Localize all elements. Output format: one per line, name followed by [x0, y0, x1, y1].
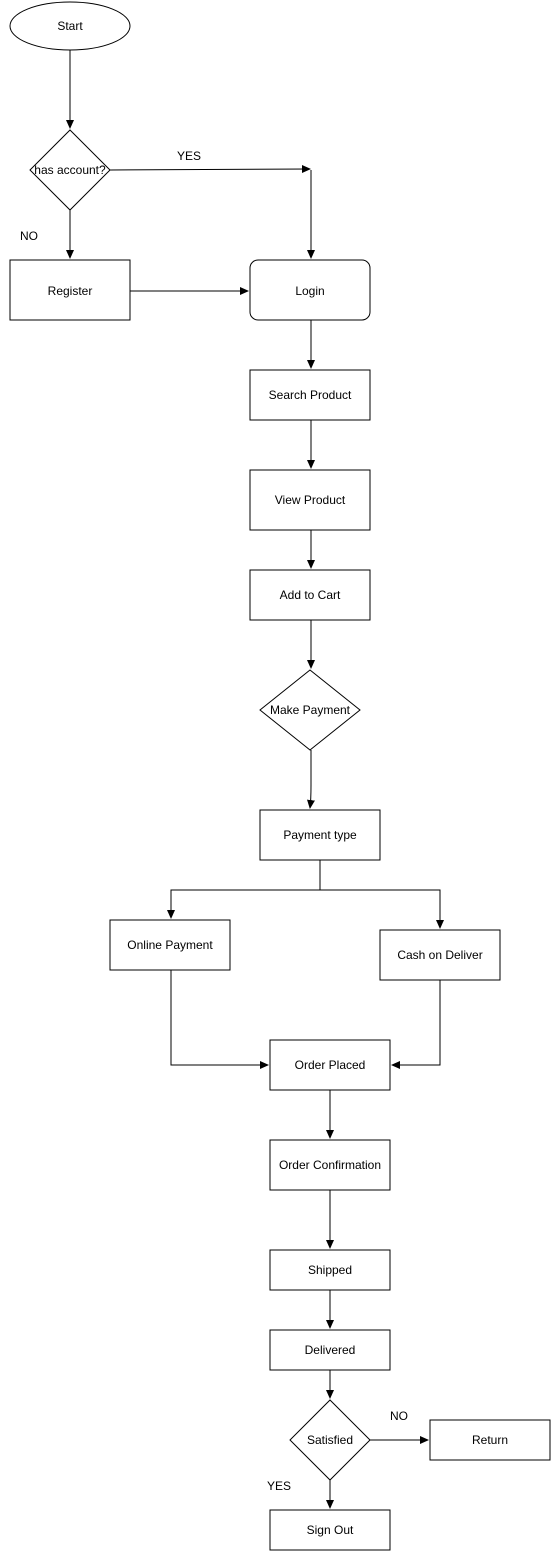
- edge-labels: YES NO NO YES: [20, 149, 408, 1493]
- order-placed-node[interactable]: [269, 1039, 391, 1091]
- make-payment-label: Make Payment: [270, 703, 351, 717]
- edge-online-to-order: [170, 970, 269, 1069]
- delivered-label: Delivered: [305, 1343, 356, 1357]
- satisfied-decision[interactable]: [289, 1399, 371, 1481]
- satisfied-label: Satisfied: [307, 1433, 353, 1447]
- sign-out-node[interactable]: [269, 1509, 391, 1551]
- register-label: Register: [48, 284, 93, 298]
- satisfied-no-label: NO: [390, 1409, 408, 1423]
- search-product-node[interactable]: [249, 369, 371, 421]
- has-account-decision[interactable]: [29, 129, 111, 211]
- edge-has-account-yes: [109, 165, 311, 174]
- edges: [66, 50, 444, 1509]
- satisfied-yes-label: YES: [267, 1479, 291, 1493]
- account-yes-label: YES: [177, 149, 201, 163]
- view-product-node[interactable]: [249, 469, 371, 531]
- cash-on-delivery-node[interactable]: [379, 929, 501, 981]
- nodes: [9, 1, 551, 1551]
- edge-type-to-cod: [320, 889, 444, 929]
- order-confirmation-node[interactable]: [269, 1139, 391, 1191]
- view-product-label: View Product: [275, 493, 346, 507]
- add-to-cart-node[interactable]: [249, 569, 371, 621]
- search-product-label: Search Product: [269, 388, 352, 402]
- has-account-label: has account?: [34, 163, 106, 177]
- account-no-label: NO: [20, 229, 38, 243]
- add-to-cart-label: Add to Cart: [280, 588, 341, 602]
- online-payment-label: Online Payment: [127, 938, 213, 952]
- delivered-node[interactable]: [269, 1329, 391, 1371]
- edge-cod-to-order: [391, 980, 441, 1069]
- order-confirmation-label: Order Confirmation: [279, 1158, 381, 1172]
- return-label: Return: [472, 1433, 508, 1447]
- start-label: Start: [57, 19, 83, 33]
- online-payment-node[interactable]: [109, 919, 231, 971]
- payment-type-label: Payment type: [283, 828, 357, 842]
- order-placed-label: Order Placed: [295, 1058, 366, 1072]
- cash-on-delivery-label: Cash on Deliver: [397, 948, 482, 962]
- sign-out-label: Sign Out: [307, 1523, 354, 1537]
- edge-payment-to-type: [307, 750, 315, 809]
- make-payment-decision[interactable]: [259, 669, 361, 751]
- login-node[interactable]: [249, 259, 371, 321]
- shipped-label: Shipped: [308, 1263, 352, 1277]
- return-node[interactable]: [429, 1419, 551, 1461]
- node-labels: Start has account? Register Login Search…: [34, 19, 508, 1537]
- payment-type-node[interactable]: [259, 809, 381, 861]
- start-node[interactable]: [9, 1, 131, 51]
- login-label: Login: [295, 284, 324, 298]
- register-node[interactable]: [9, 259, 131, 321]
- shipped-node[interactable]: [269, 1249, 391, 1291]
- edge-type-split: [167, 860, 321, 919]
